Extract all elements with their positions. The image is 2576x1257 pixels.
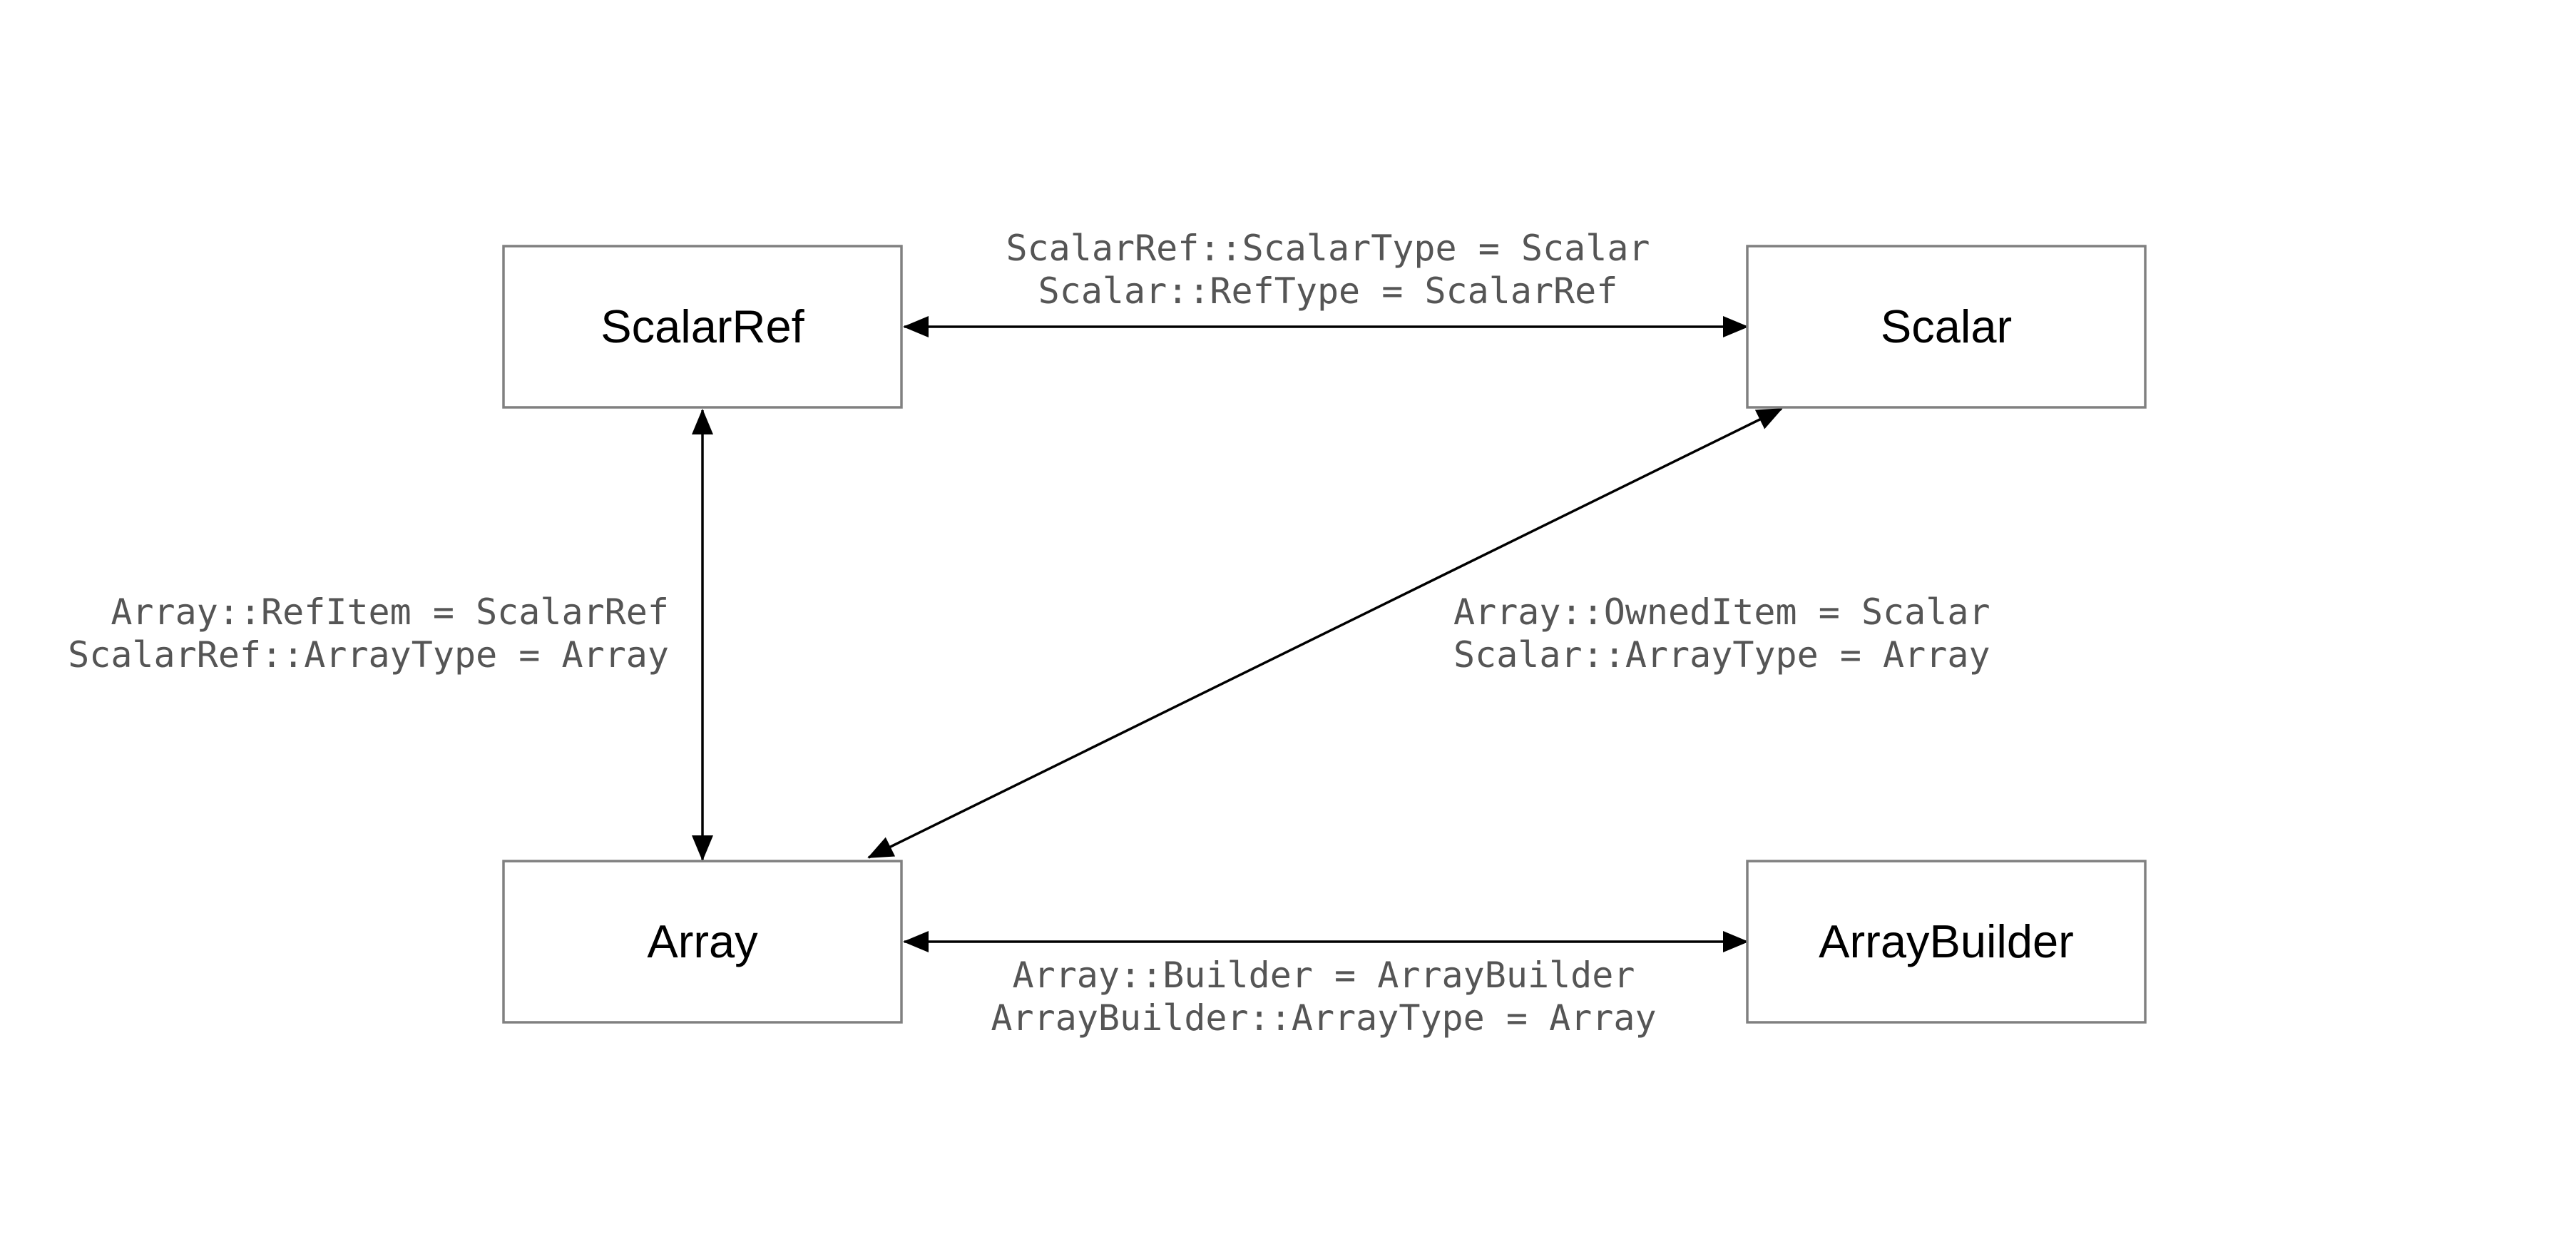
- edge-array-scalar-label: Array::OwnedItem = Scalar Scalar::ArrayT…: [1453, 591, 1990, 676]
- node-array-builder-label: ArrayBuilder: [1819, 915, 2074, 967]
- edge-array-arraybuilder-label-line2: ArrayBuilder::ArrayType = Array: [991, 997, 1656, 1039]
- node-scalar-ref-box: [502, 245, 903, 409]
- node-scalar-label: Scalar: [1881, 300, 2012, 352]
- node-scalar-box: [1746, 245, 2147, 409]
- edge-array-scalar-label-line1: Array::OwnedItem = Scalar: [1453, 591, 1990, 633]
- edge-scalarref-scalar-label-line1: ScalarRef::ScalarType = Scalar: [1006, 228, 1650, 269]
- edge-scalarref-array-label-line1: Array::RefItem = ScalarRef: [111, 591, 669, 633]
- node-scalar-ref-label: ScalarRef: [600, 300, 804, 352]
- node-array: Array: [502, 860, 903, 1024]
- node-array-box: [502, 860, 903, 1024]
- edge-scalarref-scalar-label-line2: Scalar::RefType = ScalarRef: [1038, 270, 1618, 312]
- node-array-builder: ArrayBuilder: [1746, 860, 2147, 1024]
- edge-array-arraybuilder-label-line1: Array::Builder = ArrayBuilder: [1013, 955, 1635, 996]
- node-array-label: Array: [647, 915, 758, 967]
- edge-scalarref-scalar-label: ScalarRef::ScalarType = Scalar Scalar::R…: [1006, 228, 1650, 312]
- node-array-builder-box: [1746, 860, 2147, 1024]
- edge-scalarref-array-label-line2: ScalarRef::ArrayType = Array: [68, 634, 669, 676]
- edge-array-scalar-label-line2: Scalar::ArrayType = Array: [1453, 634, 1990, 676]
- node-scalar-ref: ScalarRef: [502, 245, 903, 409]
- edge-array-arraybuilder-label: Array::Builder = ArrayBuilder ArrayBuild…: [991, 955, 1656, 1039]
- edge-scalarref-array-label: Array::RefItem = ScalarRef ScalarRef::Ar…: [68, 591, 669, 676]
- node-scalar: Scalar: [1746, 245, 2147, 409]
- edge-array-scalar-arrow: [867, 407, 1783, 859]
